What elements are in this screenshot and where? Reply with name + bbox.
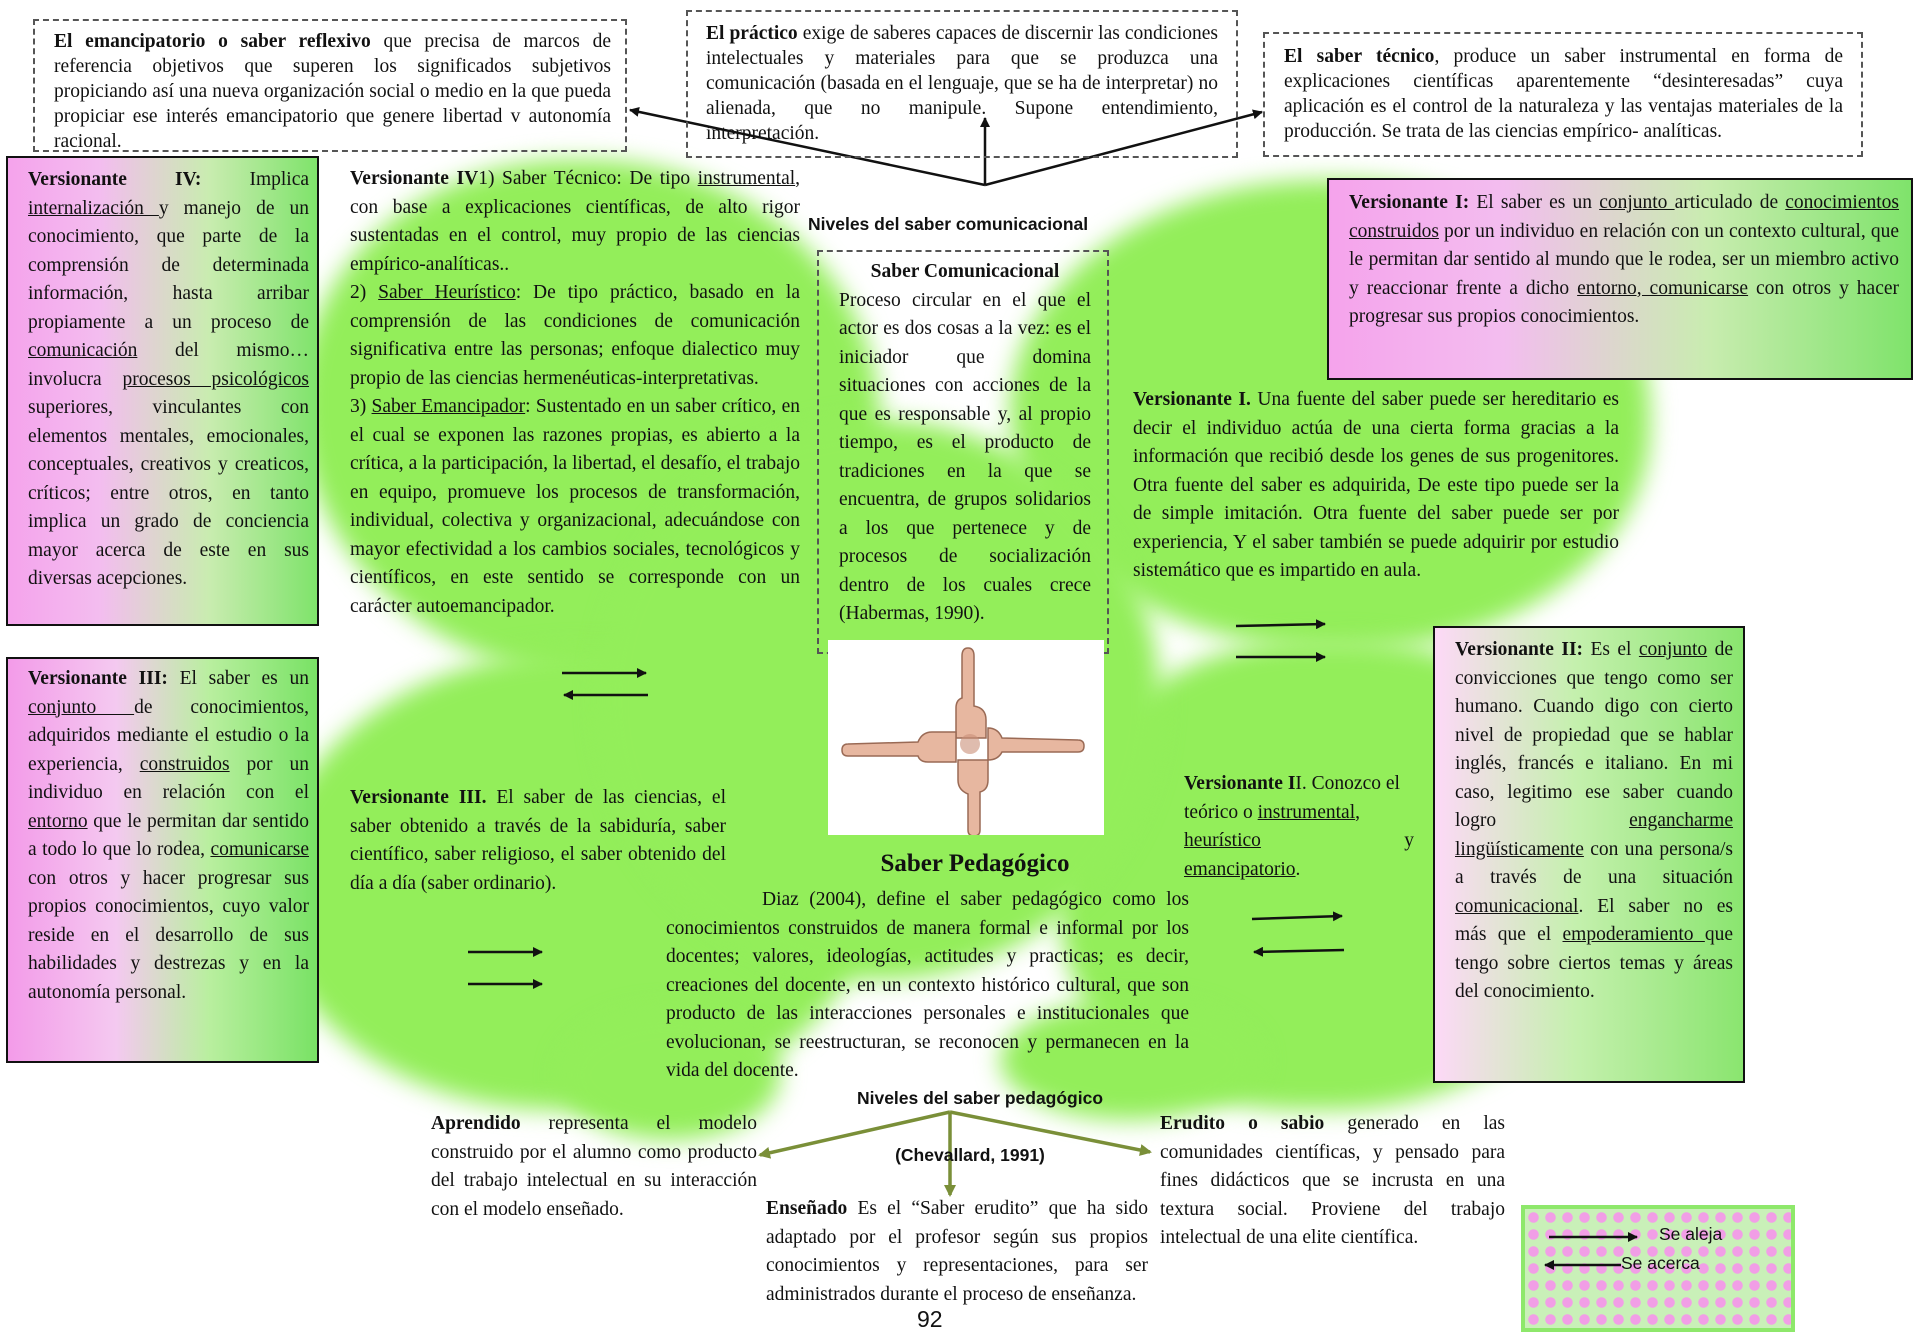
v4-item-1: Versionante IV1) Saber Técnico: De tipo …: [350, 168, 800, 275]
top-tree-arrows: [629, 106, 1263, 187]
emancipatorio-title: El emancipatorio o saber reflexivo: [54, 31, 371, 52]
label-niveles-pedagogico: Niveles del saber pedagógico: [856, 1088, 1104, 1108]
v4-item-3: 3) Saber Emancipador: Sustentado en un s…: [350, 396, 800, 617]
label-chevallard: (Chevallard, 1991): [895, 1145, 1045, 1165]
box-saber-comunicacional: Saber Comunicacional Proceso circular en…: [817, 250, 1109, 654]
text-versionante-iv: Versionante IV1) Saber Técnico: De tipo …: [350, 165, 800, 685]
hands-image: [828, 640, 1104, 837]
v2-box-title: Versionante II:: [1455, 639, 1584, 660]
v3-box-title: Versionante III:: [28, 668, 168, 689]
page-number: 92: [917, 1306, 943, 1332]
text-aprendido: Aprendido representa el modelo construid…: [431, 1113, 757, 1220]
legend-box: Se aleja Se acerca: [1521, 1205, 1795, 1332]
label-niveles-comunicacional: Niveles del saber comunicacional: [808, 214, 1089, 234]
box-saber-tecnico: El saber técnico, produce un saber instr…: [1263, 32, 1863, 157]
legend-arrows: [1544, 1232, 1638, 1270]
box-versionante-i: Versionante I: El saber es un conjunto a…: [1327, 178, 1913, 380]
saber-tecnico-title: El saber técnico: [1284, 46, 1435, 67]
box-versionante-iv: Versionante IV: Implica internalización …: [6, 156, 319, 626]
legend-se-acerca: Se acerca: [1621, 1253, 1700, 1273]
box-versionante-ii: Versionante II: Es el conjunto de convic…: [1433, 626, 1745, 1083]
practico-title: El práctico: [706, 23, 798, 44]
text-versionante-ii: Versionante II. Conozco el teórico o ins…: [1184, 773, 1414, 880]
saber-pedagogico-text: Diaz (2004), define el saber pedagógico …: [666, 889, 1189, 1081]
pointing-hands-icon: [841, 647, 1085, 837]
v4-item-2: 2) Saber Heurístico: De tipo práctico, b…: [350, 282, 800, 389]
bottom-tree-arrows: [758, 1110, 1152, 1197]
text-erudito: Erudito o sabio generado en las comunida…: [1160, 1113, 1505, 1248]
text-versionante-i: Versionante I. Una fuente del saber pued…: [1133, 389, 1619, 581]
saber-comunicacional-text: Proceso circular en el que el actor es d…: [839, 289, 1091, 625]
text-versionante-iii: Versionante III. El saber de las ciencia…: [350, 787, 726, 894]
box-versionante-iii: Versionante III: El saber es un conjunto…: [6, 657, 319, 1063]
practico-text: exige de saberes capaces de discernir la…: [706, 23, 1218, 144]
text-ensenado: Enseñado Es el “Saber erudito” que ha si…: [766, 1198, 1148, 1305]
box-emancipatorio: El emancipatorio o saber reflexivo que p…: [33, 19, 627, 152]
legend-se-aleja: Se aleja: [1659, 1224, 1723, 1244]
v1-box-title: Versionante I:: [1349, 192, 1470, 213]
emancipatorio-text: que precisa de marcos de referencia obje…: [54, 31, 611, 152]
v4-box-title: Versionante IV:: [28, 169, 202, 190]
saber-comunicacional-title: Saber Comunicacional: [870, 261, 1060, 282]
saber-tecnico-text: , produce un saber instrumental en forma…: [1284, 46, 1843, 142]
saber-pedagogico-title: Saber Pedagógico: [880, 850, 1070, 877]
box-practico: El práctico exige de saberes capaces de …: [686, 10, 1238, 158]
